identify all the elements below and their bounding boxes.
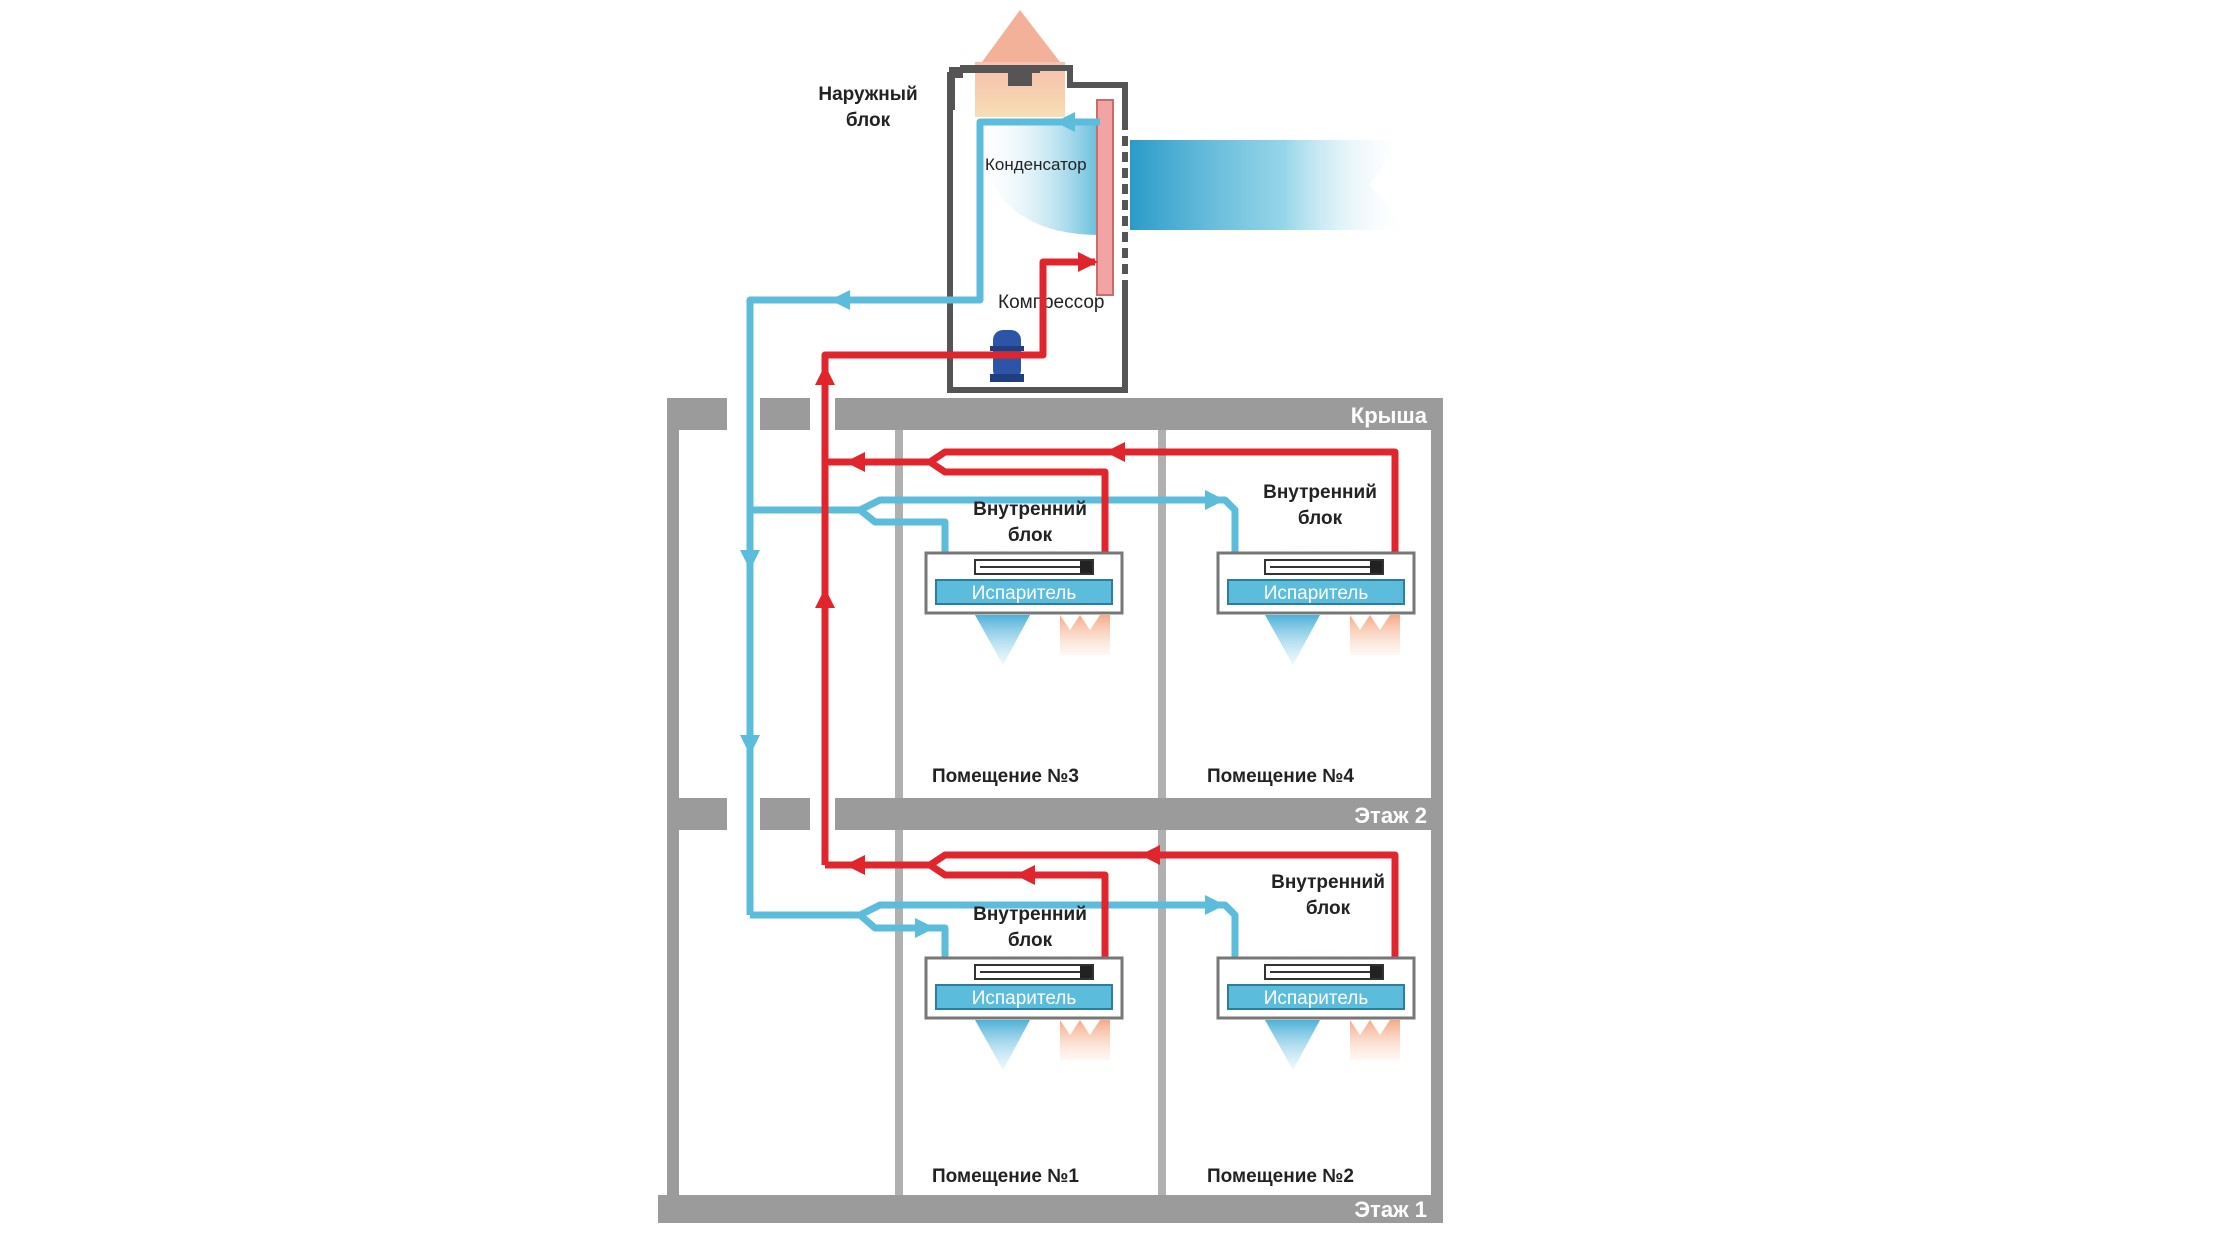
arrow-icon: [915, 918, 935, 938]
indoor-unit-label-line2: блок: [1298, 508, 1343, 529]
indoor-unit-room2: Испаритель Внутренний блок: [1216, 872, 1416, 1070]
arrow-icon: [1078, 252, 1098, 272]
arrow-icon: [740, 550, 760, 570]
floor1-label: Этаж 1: [1354, 1197, 1427, 1222]
indoor-unit-label-line1: Внутренний: [1271, 872, 1385, 893]
indoor-unit-label-line1: Внутренний: [1263, 482, 1377, 503]
warm-air-flow: [1350, 615, 1400, 655]
room3-label: Помещение №3: [932, 766, 1079, 787]
roof-slab: [667, 398, 1443, 430]
cool-air-flow: [1265, 615, 1320, 665]
floor2-label: Этаж 2: [1354, 803, 1427, 828]
evaporator-label: Испаритель: [972, 988, 1077, 1009]
arrow-icon: [1140, 845, 1160, 865]
arrow-icon: [1055, 112, 1075, 132]
indoor-unit-label-line1: Внутренний: [973, 499, 1087, 520]
arrow-icon: [845, 452, 865, 472]
compressor-label: Компрессор: [998, 292, 1104, 313]
outdoor-unit-label-line1: Наружный: [818, 84, 917, 105]
evaporator-label: Испаритель: [1264, 988, 1369, 1009]
room2-label: Помещение №2: [1207, 1166, 1354, 1187]
floor2-slab: [667, 798, 1443, 830]
cool-air-flow: [975, 1020, 1030, 1070]
hot-gas-line: [821, 258, 1399, 975]
cold-liquid-line: [746, 118, 1239, 970]
arrow-icon: [1105, 442, 1125, 462]
condenser-label: Конденсатор: [985, 155, 1087, 174]
arrow-icon: [830, 290, 850, 310]
air-flow-stream: [1130, 140, 1410, 230]
warm-air-flow: [1350, 1020, 1400, 1060]
arrow-icon: [815, 588, 835, 608]
outdoor-unit-label-line2: блок: [846, 110, 891, 131]
indoor-unit-room3: Испаритель Внутренний блок: [924, 499, 1124, 665]
evaporator-label: Испаритель: [972, 583, 1077, 604]
arrow-icon: [1205, 490, 1225, 510]
indoor-unit-room4: Испаритель Внутренний блок: [1216, 482, 1416, 665]
outdoor-unit-housing: [947, 68, 1128, 393]
warm-air-flow: [1060, 615, 1110, 655]
evaporator-label: Испаритель: [1264, 583, 1369, 604]
arrow-icon: [845, 855, 865, 875]
evaporator: [1227, 984, 1405, 1010]
indoor-unit-label-line1: Внутренний: [973, 904, 1087, 925]
evaporator: [1227, 579, 1405, 605]
roof-label: Крыша: [1351, 403, 1428, 428]
condenser-coil: [1096, 99, 1114, 296]
room4-label: Помещение №4: [1207, 766, 1354, 787]
arrow-icon: [1015, 865, 1035, 885]
outdoor-unit: Конденсатор Компрессор Наружный блок: [818, 10, 1410, 393]
condenser-air-bowl: [975, 125, 1100, 235]
cool-air-flow: [975, 615, 1030, 665]
indoor-unit-label-line2: блок: [1008, 525, 1053, 546]
floor1-slab: [658, 1195, 1443, 1223]
indoor-unit-room1: Испаритель Внутренний блок: [924, 904, 1124, 1070]
building: Крыша Этаж 2 Этаж 1 Помещение №3 Помещен…: [658, 398, 1443, 1223]
exhaust-air: [982, 10, 1060, 62]
room1-label: Помещение №1: [932, 1166, 1079, 1187]
arrow-icon: [1205, 895, 1225, 915]
arrow-icon: [740, 735, 760, 755]
warm-air-flow: [1060, 1020, 1110, 1060]
indoor-unit-label-line2: блок: [1008, 930, 1053, 951]
cool-air-flow: [1265, 1020, 1320, 1070]
arrow-icon: [815, 365, 835, 385]
evaporator: [935, 579, 1113, 605]
evaporator: [935, 984, 1113, 1010]
indoor-unit-label-line2: блок: [1306, 898, 1351, 919]
fan-icon: [1008, 72, 1032, 86]
